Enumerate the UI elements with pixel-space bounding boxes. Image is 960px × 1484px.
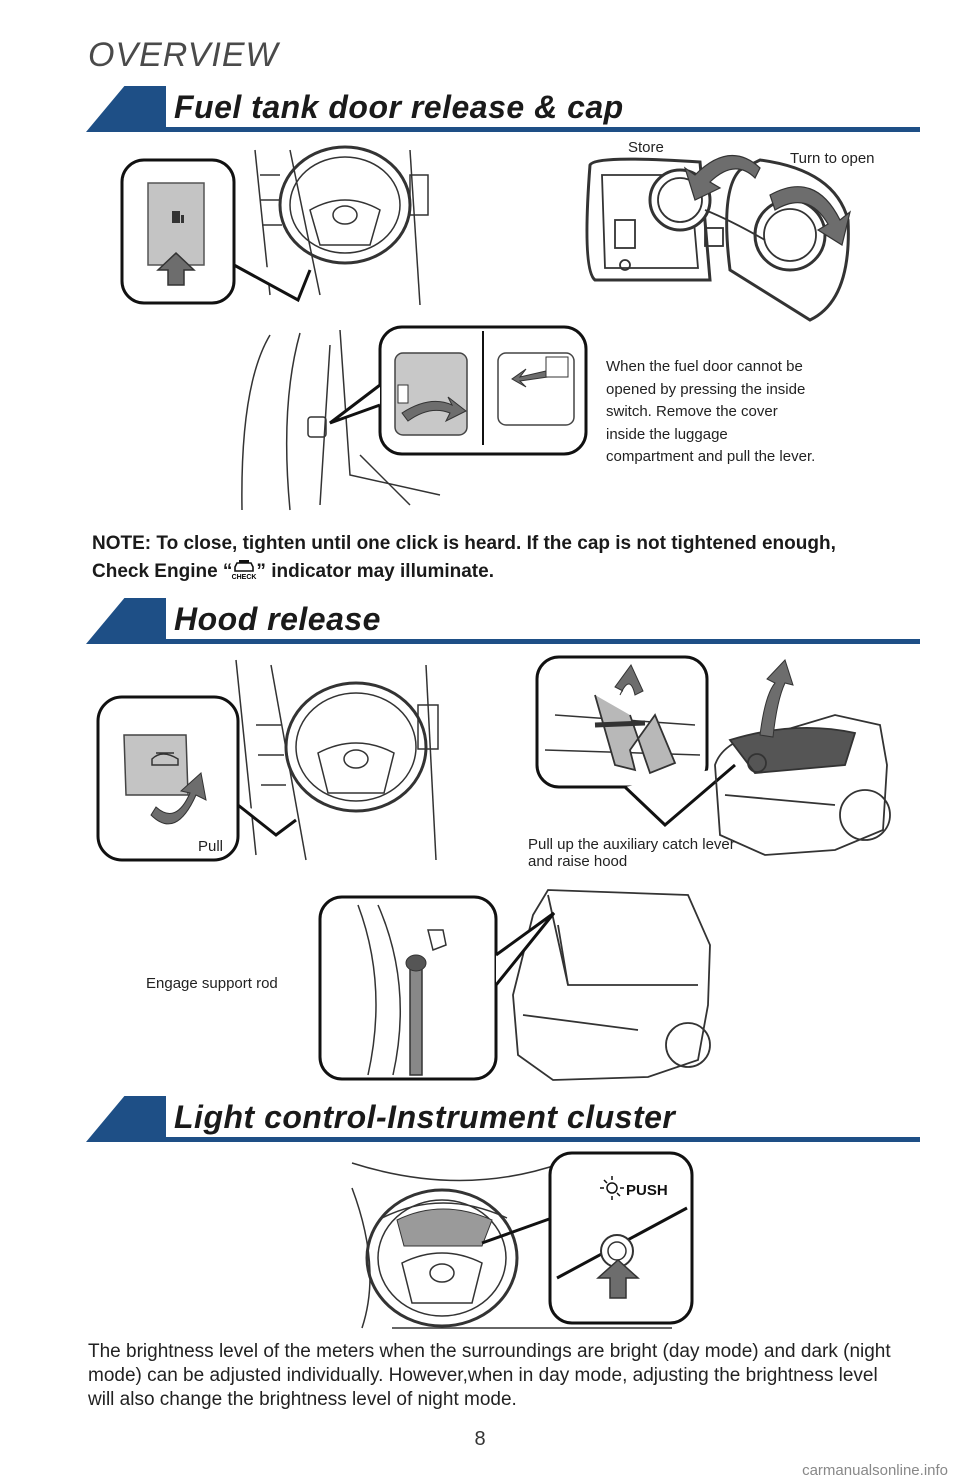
fuel-cap-illustration: [585, 155, 851, 322]
section-rule: [150, 1137, 920, 1142]
note-text-before: NOTE: To close, tighten until one click …: [92, 533, 836, 582]
raise-hood-illustration: [535, 655, 891, 856]
aux-catch-label: Pull up the auxiliary catch lever and ra…: [528, 836, 735, 870]
svg-text:CHECK: CHECK: [232, 574, 257, 581]
section-tab: [86, 1096, 166, 1142]
section-header-fuel: Fuel tank door release & cap: [86, 82, 920, 132]
section-title-hood: Hood release: [174, 601, 381, 637]
section-title-fuel: Fuel tank door release & cap: [174, 89, 624, 125]
support-rod-label: Engage support rod: [146, 975, 278, 992]
watermark: carmanualsonline.info: [802, 1462, 948, 1479]
check-engine-icon: CHECK: [232, 560, 257, 581]
section-rule: [150, 127, 920, 132]
instrument-cluster-illustration: PUSH: [351, 1151, 694, 1329]
fuel-cap-note: NOTE: To close, tighten until one click …: [92, 530, 882, 586]
luggage-lever-illustration: [241, 325, 588, 511]
fuel-dashboard-illustration: [120, 145, 429, 306]
fuel-door-note: When the fuel door cannot be opened by p…: [606, 358, 816, 465]
svg-text:PUSH: PUSH: [626, 1182, 668, 1199]
section-header-light: Light control-Instrument cluster: [86, 1092, 920, 1142]
overview-heading: OVERVIEW: [88, 36, 279, 74]
note-text-after: ” indicator may illuminate.: [256, 561, 494, 582]
section-title-light: Light control-Instrument cluster: [174, 1099, 676, 1135]
section-header-hood: Hood release: [86, 594, 920, 644]
section-rule: [150, 639, 920, 644]
support-rod-illustration: [318, 889, 711, 1081]
store-label: Store: [628, 139, 664, 156]
hood-release-dashboard-illustration: [96, 659, 439, 862]
light-description: The brightness level of the meters when …: [88, 1341, 891, 1410]
turn-to-open-label: Turn to open: [790, 150, 875, 167]
section-tab: [86, 598, 166, 644]
page-number: 8: [474, 1428, 486, 1450]
section-tab: [86, 86, 166, 132]
pull-label: Pull: [198, 838, 224, 855]
